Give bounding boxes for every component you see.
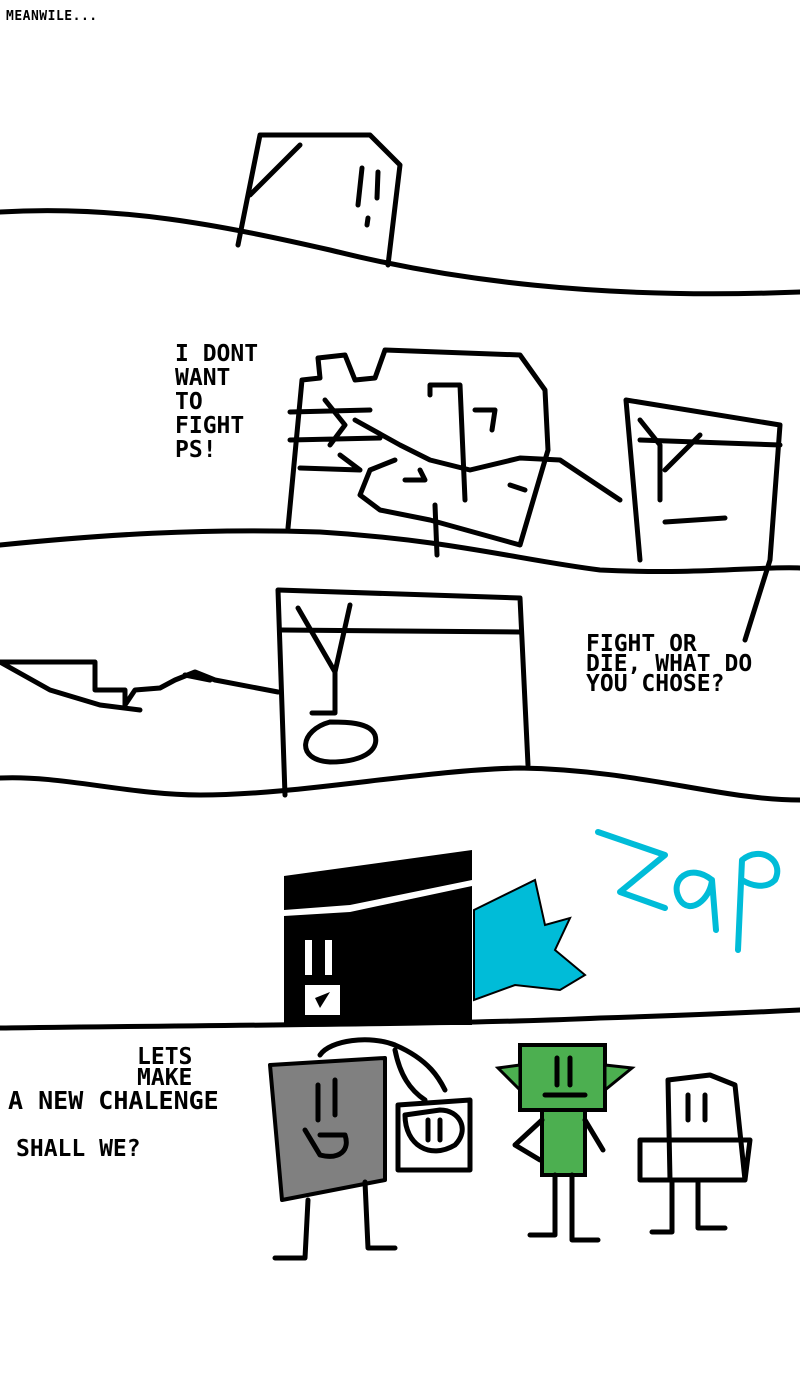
peeking-character — [235, 132, 403, 268]
gray-character-body — [268, 1056, 387, 1202]
right-character-face — [637, 417, 728, 525]
peeking-character-mark — [247, 142, 303, 198]
panel-3 — [0, 587, 800, 803]
panel-4-ground — [0, 1007, 800, 1031]
headphone-cord — [317, 1037, 448, 1103]
scribble-lines — [287, 397, 623, 503]
gray-character-legs — [272, 1179, 398, 1261]
scribble-face — [402, 382, 528, 558]
small-dark-character — [395, 1097, 473, 1173]
speech-text-panel-2: I DONT WANT TO FIGHT PS! — [175, 341, 259, 463]
panel-1-ground — [0, 208, 800, 297]
stick-weapon — [0, 659, 281, 713]
narration-caption: MEANWILE... — [6, 9, 98, 24]
right-character — [623, 397, 783, 643]
panel-1 — [0, 132, 800, 297]
dark-character-mouth — [315, 992, 330, 1008]
gray-character-face — [302, 1077, 349, 1159]
green-character-limbs — [512, 1117, 606, 1243]
green-character-face — [542, 1055, 588, 1098]
white-character-legs — [649, 1177, 728, 1235]
zap-sound-effect — [595, 829, 781, 953]
panel-4 — [0, 829, 800, 1031]
zap-letter-p — [735, 851, 781, 953]
speech-text-panel-5-middle: A NEW CHALENGE — [8, 1086, 219, 1115]
green-character-body — [540, 1108, 587, 1177]
white-character-face — [685, 1092, 708, 1123]
panel-2-ground — [0, 528, 800, 575]
zap-letter-z — [595, 829, 668, 911]
speech-text-panel-5-bottom: SHALL WE? — [16, 1136, 141, 1162]
speech-text-panel-3: FIGHT OR DIE, WHAT DO YOU CHOSE? — [586, 631, 753, 697]
panel-3-ground — [0, 765, 800, 803]
green-character-head — [518, 1043, 607, 1112]
panel-2 — [0, 347, 800, 643]
dark-character-highlight — [284, 880, 472, 916]
green-character-ears — [494, 1063, 636, 1094]
big-character — [275, 587, 531, 798]
exclamation-mark — [355, 165, 381, 228]
speech-text-panel-5-top: LETS MAKE — [137, 1044, 193, 1091]
white-character — [637, 1072, 753, 1183]
scribbled-character-left — [285, 347, 551, 548]
zap-letter-a — [673, 869, 719, 933]
panel-5 — [268, 1037, 753, 1261]
big-character-face — [295, 602, 379, 765]
zap-flash — [473, 878, 587, 1002]
dark-character-face — [305, 940, 340, 1015]
